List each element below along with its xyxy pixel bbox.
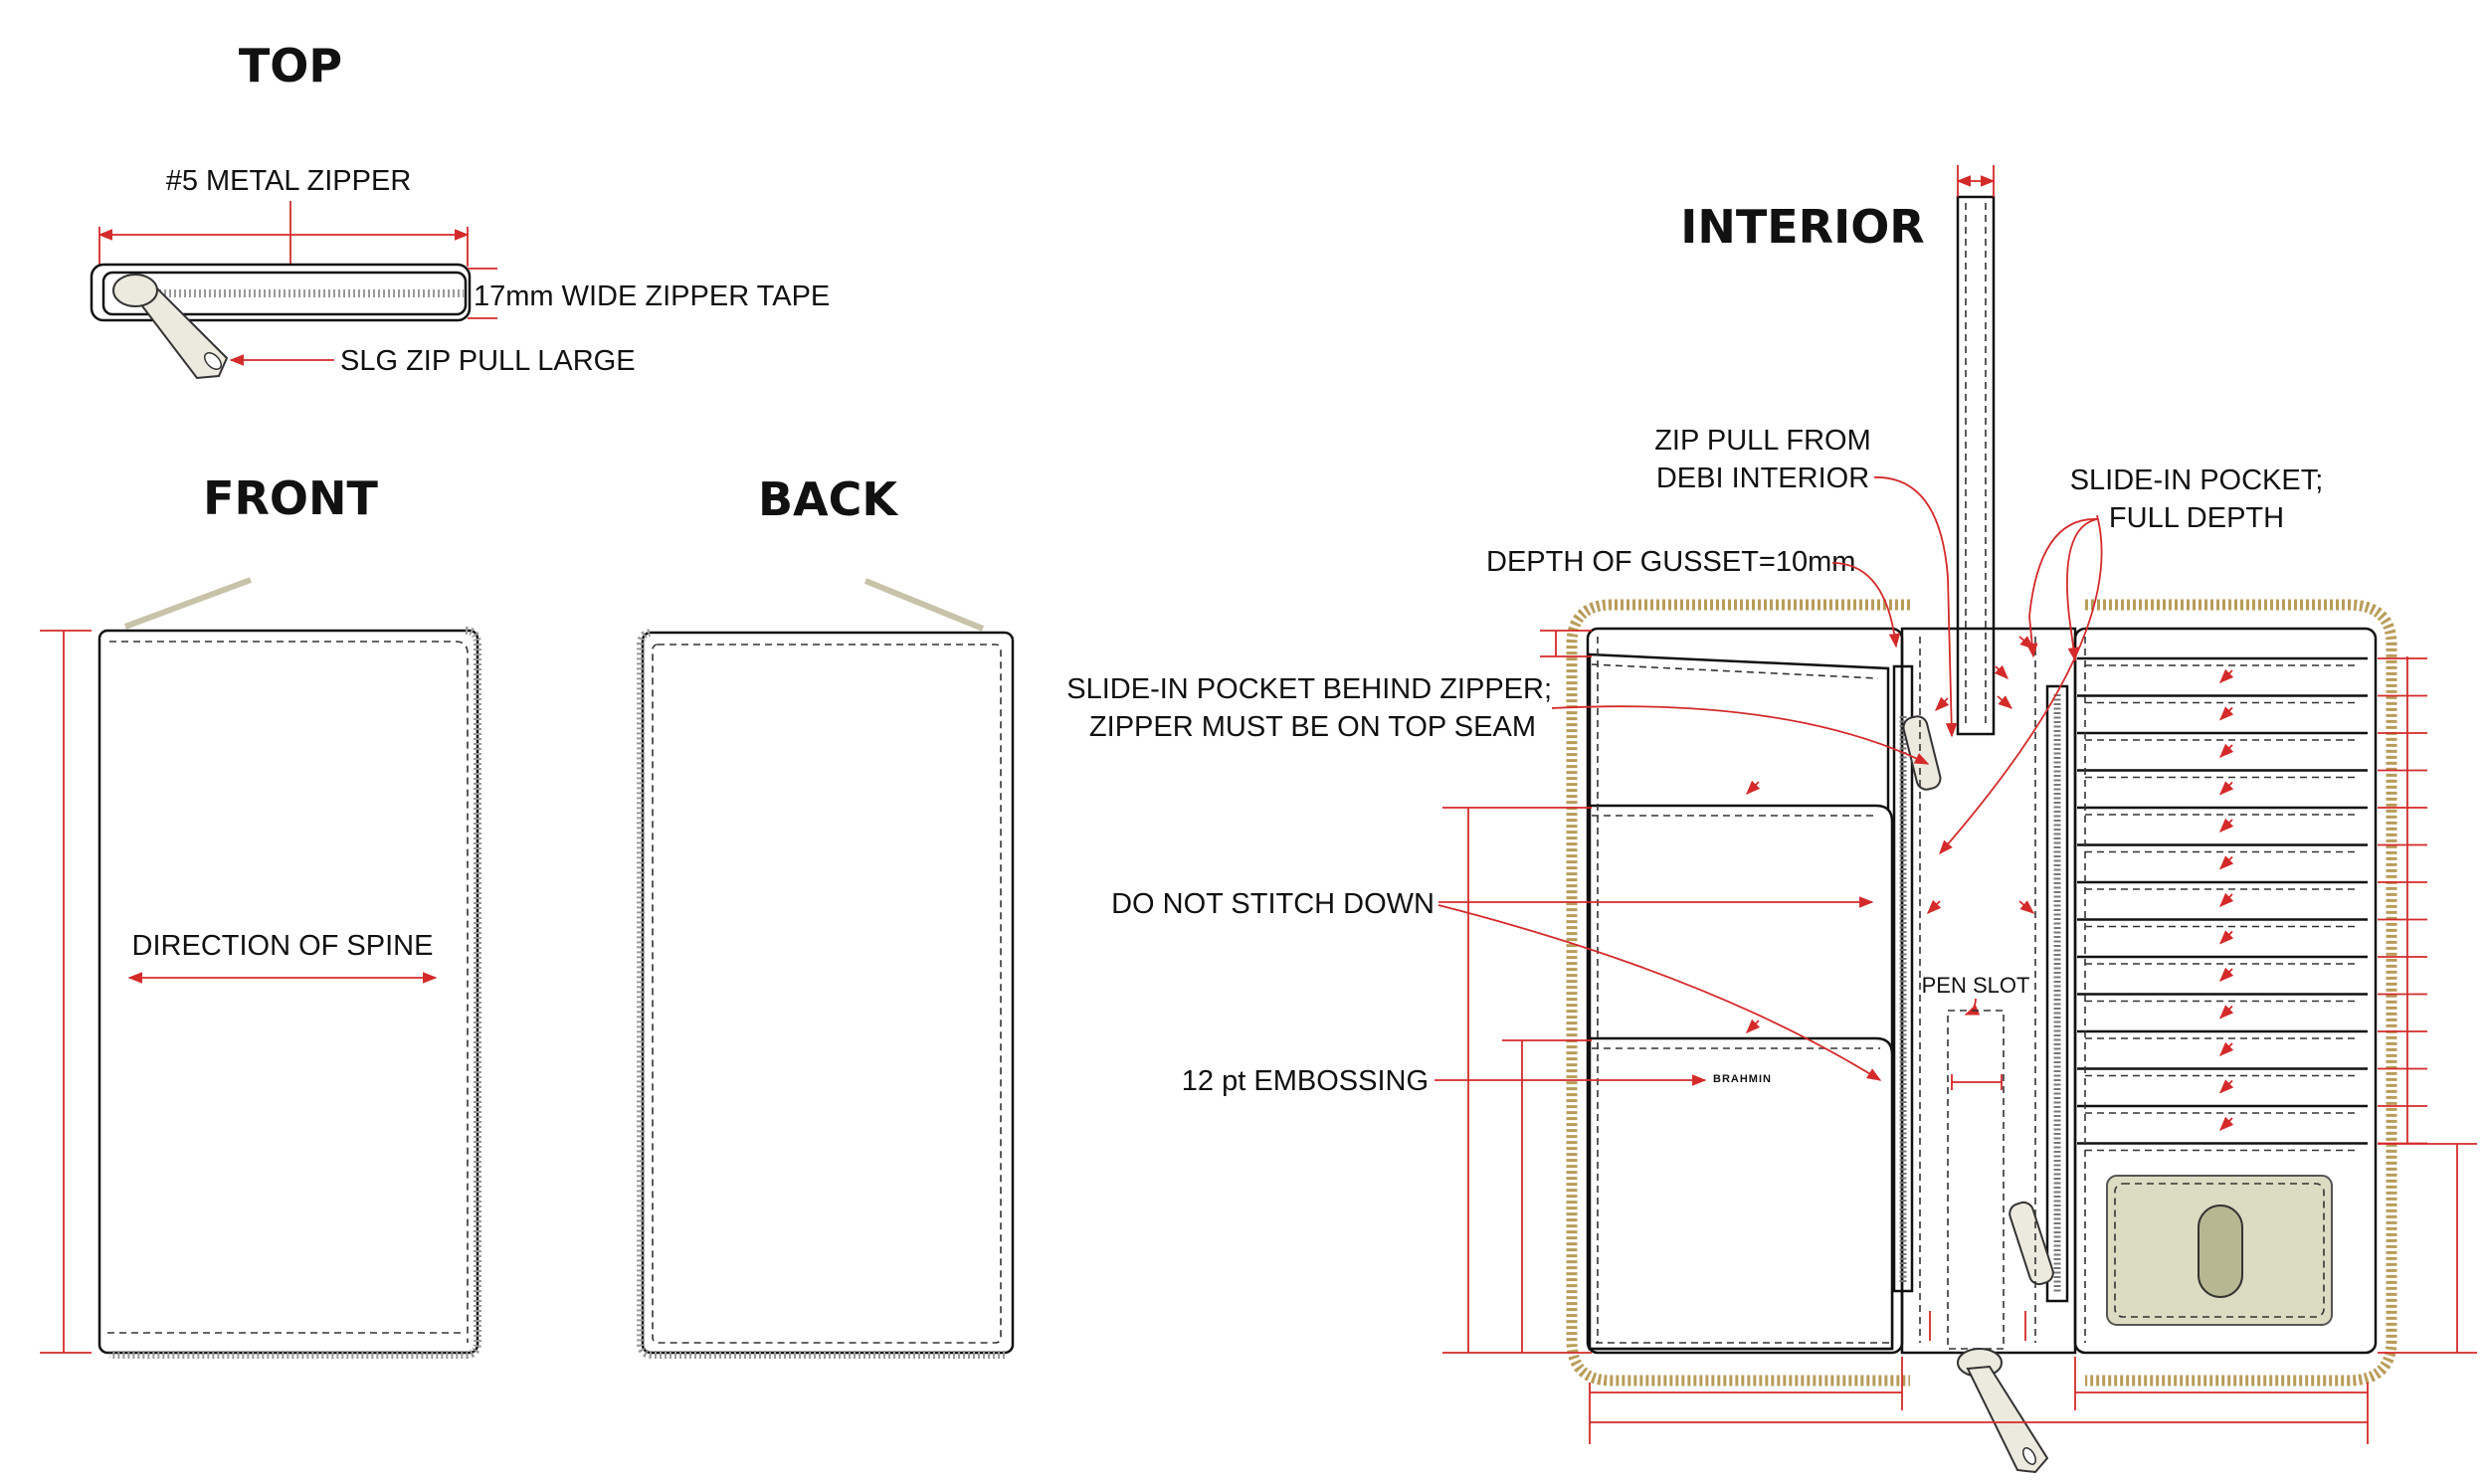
debi-interior-label: DEBI INTERIOR [1656,463,1869,494]
pen-slot-label: PEN SLOT [1922,973,2030,998]
thumb-cutout [2198,1205,2243,1298]
slide-in-pocket-behind-label: SLIDE-IN POCKET BEHIND ZIPPER; [1066,673,1552,705]
right-zipper-pull-icon [2009,1201,2054,1286]
card-slots [2077,656,2368,1152]
top-view-title: TOP [239,39,342,93]
card-slot-opening-arrow [2218,706,2234,721]
embossing-label: 12 pt EMBOSSING [1182,1065,1429,1097]
right-vertical-zipper [2045,684,2069,1303]
full-depth-label: FULL DEPTH [2109,502,2284,534]
top-view: TOP #5 METAL ZIPPER 17mm WIDE ZIPPER TAP… [90,39,830,380]
interior-bottom-zip-pull-icon [1957,1348,2049,1474]
id-window-stitch [2114,1183,2325,1318]
left-zipper-pull-icon [1902,715,1942,791]
gusset-depth-leader [1831,562,1901,649]
top-zip-pull-icon [112,274,229,380]
spine-label: DIRECTION OF SPINE [132,930,434,962]
card-slot-opening-arrow [2218,1005,2234,1020]
card-slot-opening-arrow [2218,1041,2234,1057]
interior-view: INTERIOR BRAHMIN PEN SLOT [1066,165,2477,1474]
left-bottom-pocket [1588,1036,1894,1351]
top-zipper-tape [101,271,468,316]
interior-dimensions [1442,630,2477,1444]
do-not-stitch-leader-2 [1437,904,1882,1081]
front-zipper-edge [109,627,481,1359]
front-view: FRONT DIRECTION OF SPINE [40,471,481,1359]
card-slot-opening-arrow [2218,818,2234,834]
front-view-title: FRONT [203,471,378,525]
gusset-depth-label: DEPTH OF GUSSET=10mm [1486,546,1855,578]
card-slot-opening-arrow [2218,855,2234,870]
card-slot-opening-arrow [2218,1116,2234,1132]
slide-in-pocket-full-leader-3 [1939,514,2103,855]
back-panel [641,631,1015,1355]
card-slot-opening-arrow [2218,930,2234,945]
pen-slot [1947,1010,2005,1350]
zip-pull-label: SLG ZIP PULL LARGE [340,345,636,377]
card-slot-opening-arrow [2218,743,2234,759]
card-slot-opening-arrow [2218,668,2234,684]
back-view-title: BACK [758,472,899,526]
zipper-top-seam-label: ZIPPER MUST BE ON TOP SEAM [1089,711,1536,743]
back-zip-pull-tab [863,578,985,632]
card-slot-opening-arrow [2218,781,2234,796]
slide-in-pocket-full-leader-2 [2066,518,2098,662]
front-panel [97,629,479,1355]
slide-in-pocket-full-leader-1 [2025,518,2098,658]
back-view: BACK [637,472,1015,1359]
left-vertical-zipper [1892,664,1914,1293]
card-slot-dim-ticks [2378,657,2427,1145]
right-zipper-frame [2085,599,2397,1387]
card-slot-opening-arrow [2218,892,2234,908]
card-slot-opening-arrow [2218,1079,2234,1094]
left-zipper-frame [1566,599,1910,1387]
zip-pull-from-leader [1873,476,1958,738]
slide-in-pocket-full-label: SLIDE-IN POCKET; [2070,464,2324,496]
front-stitch-top [109,641,469,1343]
card-slot-opening-arrow [2218,967,2234,983]
back-stitch [652,644,1002,1344]
slide-in-pocket-behind-leader [1551,705,1930,765]
front-zip-pull-tab [123,577,253,630]
brahmin-emboss: BRAHMIN [1713,1073,1772,1085]
do-not-stitch-label: DO NOT STITCH DOWN [1111,888,1435,920]
pen-slot-leader [1964,998,1981,1016]
left-top-pocket-stitch [1591,663,1879,679]
zip-pull-from-label: ZIP PULL FROM [1654,425,1871,457]
interior-view-title: INTERIOR [1680,200,1924,254]
metal-zipper-label: #5 METAL ZIPPER [166,165,412,197]
interior-tab-strip [1956,195,1996,736]
zipper-tape-label: 17mm WIDE ZIPPER TAPE [474,280,830,312]
